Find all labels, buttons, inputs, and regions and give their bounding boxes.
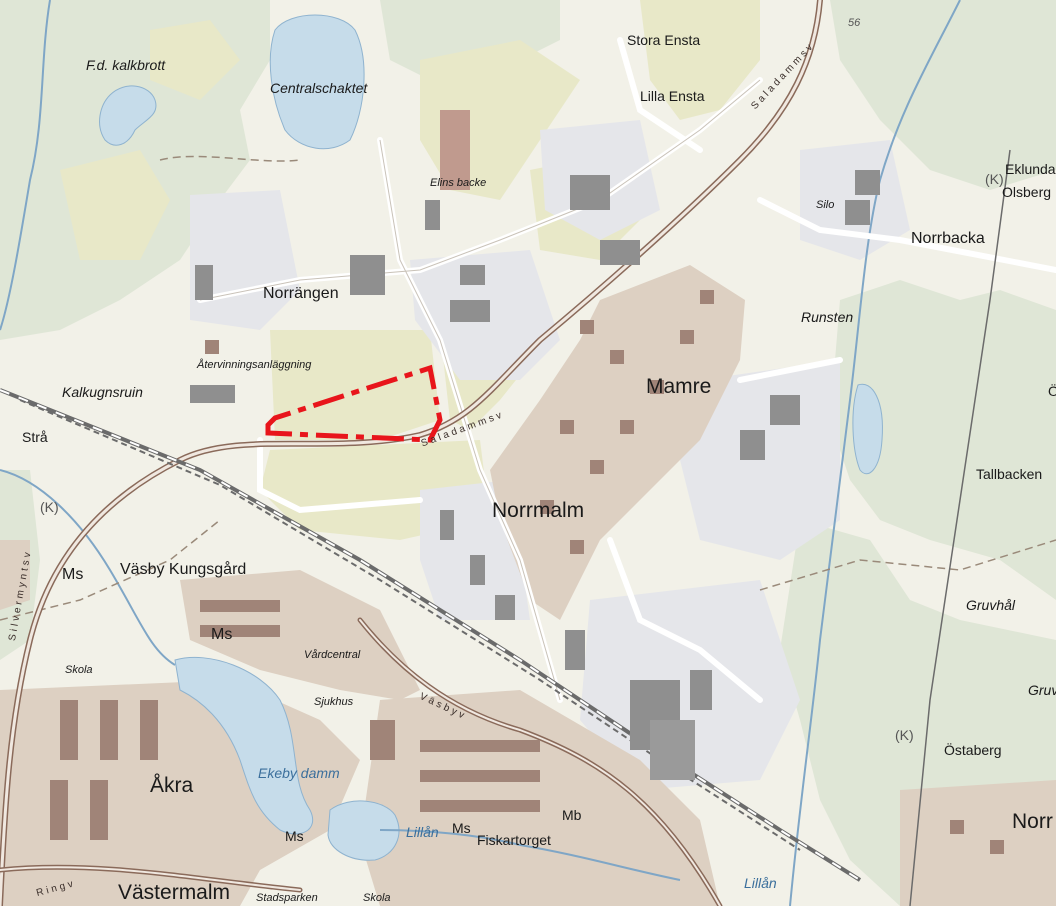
place-label-sjukhus: Sjukhus: [314, 696, 354, 708]
place-label-lilla-ensta: Lilla Ensta: [640, 88, 705, 104]
place-label-atervinningsanlaggning: Återvinningsanläggning: [197, 359, 312, 371]
place-label-stadsparken: Stadsparken: [256, 892, 318, 904]
symbol-label-ms: Ms: [452, 820, 471, 836]
water-bodies: [99, 14, 883, 861]
place-label-mamre: Mamre: [646, 375, 712, 398]
place-label-norrangen: Norrängen: [263, 285, 339, 302]
place-label-partial: Ö: [1048, 383, 1056, 399]
elevation-label: 56: [848, 17, 861, 29]
place-label-stora-ensta: Stora Ensta: [627, 32, 701, 48]
water-label-ekeby-damm: Ekeby damm: [258, 765, 340, 781]
water-label-lillan: Lillån: [744, 875, 777, 891]
place-label-skola: Skola: [65, 664, 93, 676]
place-label-elins-backe: Elins backe: [430, 177, 487, 189]
place-label-norr: Norr: [1012, 810, 1053, 833]
symbol-label-k: (K): [985, 171, 1004, 187]
rivers: [0, 0, 961, 906]
place-label-stra: Strå: [22, 429, 48, 445]
symbol-label-k: (K): [40, 499, 59, 515]
minor-roads-outline: [199, 79, 761, 701]
residential-buildings: [50, 110, 1004, 854]
place-label-vastermalm: Västermalm: [118, 881, 231, 904]
place-label-akra: Åkra: [150, 774, 194, 797]
place-label-gruv: Gruv: [1028, 682, 1056, 698]
place-label-ostaberg: Östaberg: [944, 742, 1002, 758]
place-label-runsten: Runsten: [801, 309, 854, 325]
symbol-label-ms: Ms: [285, 828, 304, 844]
symbol-label-k: (K): [895, 727, 914, 743]
symbol-label-ms: Ms: [62, 566, 84, 583]
place-label-vardcentral: Vårdcentral: [304, 649, 361, 661]
place-label-kalkugnsruin: Kalkugnsruin: [62, 384, 143, 400]
place-label-norrbacka: Norrbacka: [911, 230, 985, 247]
water-label-lillan: Lillån: [406, 824, 439, 840]
symbol-label-mb: Mb: [562, 807, 582, 823]
place-label-vasby-kungsgard: Väsby Kungsgård: [120, 561, 247, 578]
place-label-skola: Skola: [363, 892, 391, 904]
plan-area-outline: [265, 364, 443, 443]
symbol-label-ms: Ms: [211, 626, 233, 643]
place-label-fiskartorget: Fiskartorget: [477, 832, 551, 848]
buildings: [190, 170, 880, 780]
place-label-eklunda: Eklunda: [1005, 161, 1056, 177]
place-label-norrmalm: Norrmalm: [492, 499, 585, 522]
place-label-gruvhal: Gruvhål: [966, 597, 1016, 613]
place-label-fd-kalkbrott: F.d. kalkbrott: [86, 57, 166, 73]
place-label-tallbacken: Tallbacken: [976, 466, 1043, 482]
place-label-centralschaktet: Centralschaktet: [270, 80, 368, 96]
place-label-silo: Silo: [816, 199, 835, 211]
place-label-olsberg: Olsberg: [1002, 184, 1052, 200]
